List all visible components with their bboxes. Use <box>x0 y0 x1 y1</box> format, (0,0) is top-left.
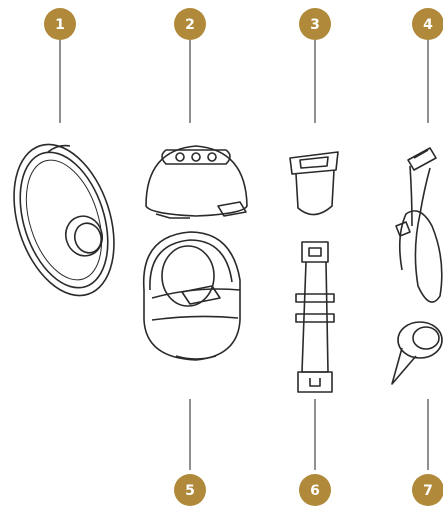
badge-4-label: 4 <box>423 17 433 33</box>
badge-5: 5 <box>174 474 206 506</box>
badge-4: 4 <box>412 8 443 40</box>
badge-5-label: 5 <box>185 483 195 499</box>
pump-housing-icon <box>146 146 247 218</box>
badge-1: 1 <box>44 8 76 40</box>
leader-lines <box>60 40 428 470</box>
badge-6: 6 <box>299 474 331 506</box>
valve-insert-icon <box>290 152 338 215</box>
badge-7: 7 <box>412 474 443 506</box>
badge-3: 3 <box>299 8 331 40</box>
usb-cable-icon <box>396 148 442 302</box>
badge-2-label: 2 <box>185 17 195 33</box>
badge-6-label: 6 <box>310 483 320 499</box>
badge-7-label: 7 <box>423 483 433 499</box>
badge-3-label: 3 <box>310 17 320 33</box>
badge-2: 2 <box>174 8 206 40</box>
badge-1-label: 1 <box>55 17 65 33</box>
collection-cup-icon <box>144 232 240 360</box>
connector-cap-icon <box>392 322 442 384</box>
breast-flange-icon <box>0 132 132 309</box>
strap-icon <box>296 242 334 392</box>
